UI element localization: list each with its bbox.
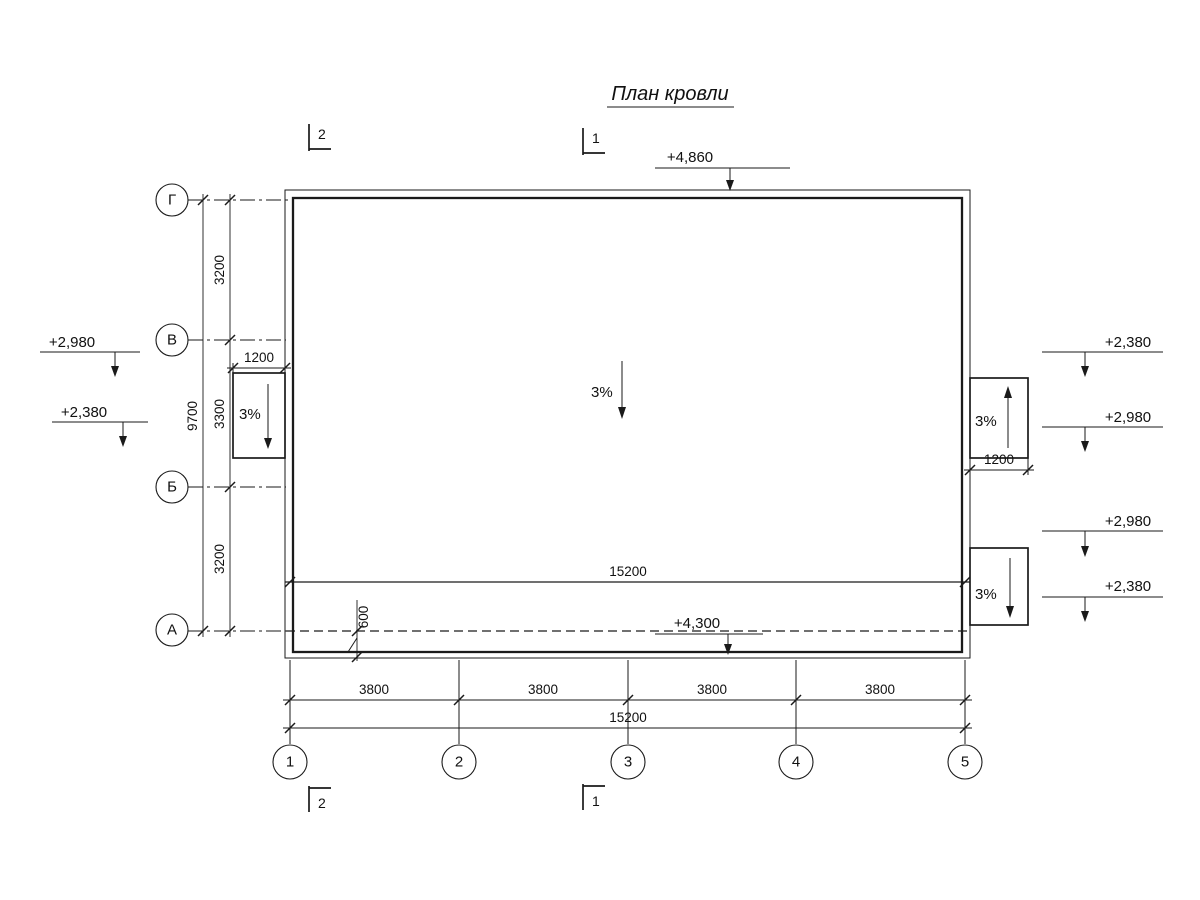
right-lower-canopy-slope-arrow-icon bbox=[1006, 606, 1014, 618]
roof-width-dimension: 15200 bbox=[284, 564, 971, 588]
axis-bubble-row-a bbox=[155, 613, 189, 647]
right-upper-canopy: 3% bbox=[969, 377, 1029, 459]
section-2-bottom-label: 2 bbox=[318, 795, 326, 811]
section-mark-2-bottom: 2 bbox=[308, 786, 331, 812]
main-slope-label: 3% bbox=[591, 384, 613, 401]
span-v-b-label: 3300 bbox=[212, 399, 227, 429]
axis-bubble-col-2-label: 2 bbox=[455, 754, 463, 771]
elevation-left-high-label: +2,980 bbox=[49, 334, 95, 351]
axis-bubble-row-g bbox=[155, 183, 189, 217]
elevation-eave-arrow-icon bbox=[724, 644, 732, 655]
section-mark-1-top: 1 bbox=[582, 128, 605, 155]
left-canopy: 3% bbox=[232, 372, 286, 459]
right-canopy-dimension: 1200 bbox=[964, 452, 1034, 476]
section-mark-1-bottom: 1 bbox=[582, 784, 605, 810]
span-b-a-label: 3200 bbox=[212, 544, 227, 574]
elevation-roof-top-arrow-icon bbox=[726, 180, 734, 191]
total-width-label: 15200 bbox=[609, 710, 647, 725]
eave-offset-label: 600 bbox=[356, 606, 371, 629]
left-canopy-slope-label: 3% bbox=[239, 406, 261, 423]
right-canopy-width-label: 1200 bbox=[984, 452, 1014, 467]
elevation-left-low: +2,380 bbox=[52, 404, 148, 447]
axis-bubble-col-5-label: 5 bbox=[961, 754, 969, 771]
elevation-left-low-arrow-icon bbox=[119, 436, 127, 447]
elevation-right-bottom-low-label: +2,380 bbox=[1105, 578, 1151, 595]
axis-bubble-col-3-label: 3 bbox=[624, 754, 632, 771]
elevation-left-high-arrow-icon bbox=[111, 366, 119, 377]
span-4-5-label: 3800 bbox=[865, 682, 895, 697]
span-3-4-label: 3800 bbox=[697, 682, 727, 697]
span-g-v-label: 3200 bbox=[212, 255, 227, 285]
total-height-label: 9700 bbox=[185, 401, 200, 431]
axis-bubble-col-1-label: 1 bbox=[286, 754, 294, 771]
elevation-right-top-low: +2,380 bbox=[1042, 334, 1163, 377]
building-outline bbox=[284, 189, 971, 659]
elevation-right-bottom-high-arrow-icon bbox=[1081, 546, 1089, 557]
span-2-3-label: 3800 bbox=[528, 682, 558, 697]
bottom-dimension-chain: 3800 3800 3800 3800 15200 bbox=[283, 682, 972, 734]
section-mark-2-top: 2 bbox=[308, 124, 331, 151]
axis-bubble-row-g-label: Г bbox=[168, 192, 176, 209]
row-axis-bubbles: Г В Б А bbox=[155, 183, 189, 647]
right-lower-canopy-slope-label: 3% bbox=[975, 586, 997, 603]
elevation-roof-top: +4,860 bbox=[655, 149, 790, 191]
drawing-title: План кровли bbox=[611, 83, 728, 105]
axis-bubble-row-v-label: В bbox=[167, 332, 177, 349]
span-1-2-label: 3800 bbox=[359, 682, 389, 697]
eave-offset-dimension: 600 bbox=[347, 600, 371, 663]
elevation-right-bottom-low: +2,380 bbox=[1042, 578, 1163, 622]
column-axis-bubbles: 1 2 3 4 5 bbox=[272, 744, 983, 780]
axis-bubble-col-4 bbox=[778, 744, 814, 780]
elevation-left-low-label: +2,380 bbox=[61, 404, 107, 421]
elevation-right-bottom-high: +2,980 bbox=[1042, 513, 1163, 557]
axis-bubble-col-1 bbox=[272, 744, 308, 780]
axis-bubble-col-4-label: 4 bbox=[792, 754, 800, 771]
elevation-right-bottom-high-label: +2,980 bbox=[1105, 513, 1151, 530]
elevation-right-top-high-arrow-icon bbox=[1081, 441, 1089, 452]
left-canopy-width-label: 1200 bbox=[244, 350, 274, 365]
elevation-right-bottom-low-arrow-icon bbox=[1081, 611, 1089, 622]
main-roof-slope: 3% bbox=[591, 361, 626, 419]
elevation-right-top-low-label: +2,380 bbox=[1105, 334, 1151, 351]
left-dimension-chain: 3200 3300 3200 9700 bbox=[185, 194, 236, 637]
elevation-roof-top-label: +4,860 bbox=[667, 149, 713, 166]
right-upper-canopy-slope-label: 3% bbox=[975, 413, 997, 430]
elevation-right-top-high: +2,980 bbox=[1042, 409, 1163, 452]
elevation-right-top-high-label: +2,980 bbox=[1105, 409, 1151, 426]
axis-bubble-row-b-label: Б bbox=[167, 479, 177, 496]
left-canopy-dimension: 1200 bbox=[227, 350, 291, 374]
axis-bubble-col-2 bbox=[441, 744, 477, 780]
elevation-eave-line: +4,300 bbox=[655, 615, 763, 655]
left-canopy-slope-arrow-icon bbox=[264, 438, 272, 449]
axis-bubble-col-5 bbox=[947, 744, 983, 780]
section-1-bottom-label: 1 bbox=[592, 793, 600, 809]
right-lower-canopy: 3% bbox=[969, 547, 1029, 626]
bottom-extension-lines bbox=[289, 660, 966, 744]
axis-bubble-row-a-label: А bbox=[167, 622, 177, 639]
section-2-top-label: 2 bbox=[318, 126, 326, 142]
main-slope-arrow-icon bbox=[618, 407, 626, 419]
roof-width-label: 15200 bbox=[609, 564, 647, 579]
row-axis-lines bbox=[188, 199, 292, 632]
right-upper-canopy-slope-arrow-icon bbox=[1004, 386, 1012, 398]
section-1-top-label: 1 bbox=[592, 130, 600, 146]
axis-bubble-col-3 bbox=[610, 744, 646, 780]
elevation-left-high: +2,980 bbox=[40, 334, 140, 377]
axis-bubble-row-v bbox=[155, 323, 189, 357]
elevation-eave-label: +4,300 bbox=[674, 615, 720, 632]
axis-bubble-row-b bbox=[155, 470, 189, 504]
elevation-right-top-low-arrow-icon bbox=[1081, 366, 1089, 377]
